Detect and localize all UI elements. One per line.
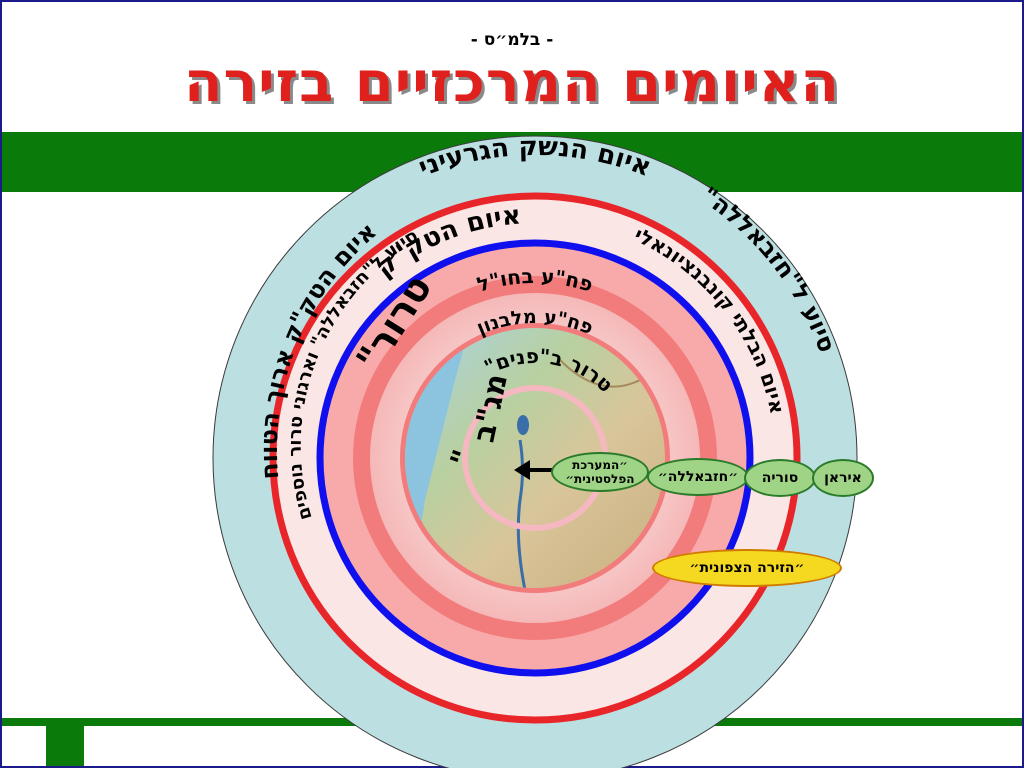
entity-syria: סוריה (744, 459, 816, 497)
entity-palestinian-system: ״המערכת הפלסטינית״ (551, 452, 649, 492)
classification-label: - בלמ״ס - (470, 30, 554, 50)
entity-iran: איראן (812, 459, 874, 497)
entity-northern-arena: ״הזירה הצפונית״ (652, 549, 842, 587)
footer-green-square (46, 718, 84, 766)
arrow-left-icon (514, 460, 552, 480)
entity-hezbollah: ״חזבאללה״ (647, 458, 749, 496)
red-ring-border (269, 192, 801, 724)
blue-ring-border (316, 239, 754, 677)
slide-title: האיומים המרכזיים בזירה (183, 50, 841, 115)
